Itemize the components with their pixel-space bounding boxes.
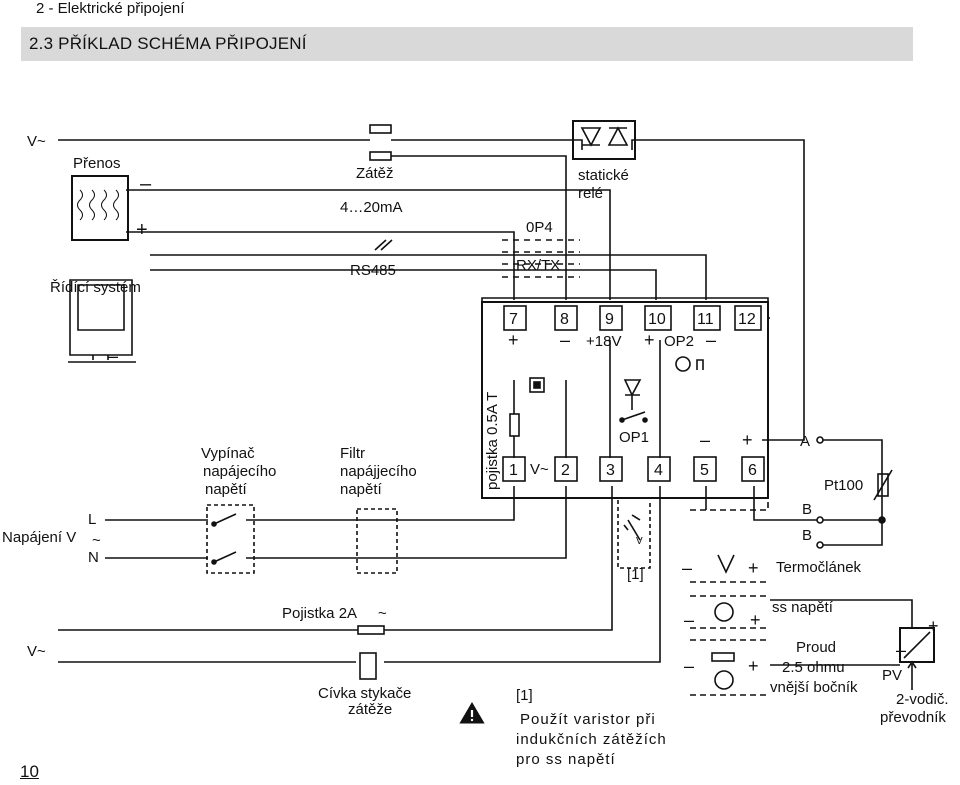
section-header-bar: 2.3 PŘÍKLAD SCHÉMA PŘIPOJENÍ bbox=[21, 27, 913, 61]
minus-sign: – bbox=[140, 173, 152, 195]
bocnik-label-2: vnější bočník bbox=[770, 679, 858, 696]
minus-sign: – bbox=[682, 558, 692, 578]
prevodnik-label-1: 2-vodič. bbox=[896, 691, 949, 708]
v-top-label: V~ bbox=[27, 133, 46, 150]
footnote-ref-label: [1] bbox=[627, 566, 644, 583]
pojistka-internal-label: pojistka 0.5A T bbox=[484, 392, 501, 490]
terminal-row-top bbox=[503, 305, 762, 331]
zatez-label: Zátěž bbox=[356, 165, 394, 182]
minus-sign: – bbox=[706, 330, 716, 350]
ss-napeti-label: ss napětí bbox=[772, 599, 834, 616]
filtr-label-2: napájjecího bbox=[340, 463, 417, 480]
terminal-6: 6 bbox=[748, 462, 757, 479]
page-number: 10 bbox=[20, 762, 39, 781]
terminal-row-bottom bbox=[502, 456, 765, 482]
minus-sign: – bbox=[108, 346, 118, 366]
note-ref-label: [1] bbox=[516, 687, 533, 704]
staticke-label: statické bbox=[578, 167, 629, 184]
civka-label-1: Cívka stykače bbox=[318, 685, 411, 702]
ridici-system-label: Řídící systém bbox=[50, 279, 141, 296]
vypinac-label-2: napájecího bbox=[203, 463, 276, 480]
pt100-label: Pt100 bbox=[824, 477, 863, 494]
note-line-3: pro ss napětí bbox=[516, 751, 616, 768]
terminal-3: 3 bbox=[606, 462, 615, 479]
prenos-label: Přenos bbox=[73, 155, 121, 172]
pojistka-2a-tilde-label: ~ bbox=[378, 605, 387, 622]
civka-label-2: zátěže bbox=[348, 701, 392, 718]
current-loop-label: 4…20mA bbox=[340, 199, 403, 216]
terminal-8: 8 bbox=[560, 311, 569, 328]
terminal-2: 2 bbox=[561, 462, 570, 479]
plus-sign: + bbox=[748, 656, 759, 676]
op1-label: OP1 bbox=[619, 429, 649, 446]
section-title: 2.3 PŘÍKLAD SCHÉMA PŘIPOJENÍ bbox=[29, 34, 307, 53]
note-line-2: indukčních zátěžích bbox=[516, 731, 667, 748]
pojistka-2a-label: Pojistka 2A bbox=[282, 605, 357, 622]
plus-18v-label: +18V bbox=[586, 333, 621, 350]
bocnik-label-1: 2.5 ohmu bbox=[782, 659, 845, 676]
terminal-5: 5 bbox=[700, 462, 709, 479]
vypinac-label-3: napětí bbox=[205, 481, 248, 498]
napajeni-tilde-label: ~ bbox=[92, 532, 101, 549]
components bbox=[71, 120, 935, 724]
filtr-label-3: napětí bbox=[340, 481, 383, 498]
plus-sign: + bbox=[748, 558, 759, 578]
proud-label: Proud bbox=[796, 639, 836, 656]
rxtx-label: RX/TX bbox=[516, 257, 560, 274]
plus-sign: + bbox=[750, 610, 761, 630]
v-bottom-label: V~ bbox=[27, 643, 46, 660]
breadcrumb: 2 - Elektrické připojení bbox=[36, 0, 185, 17]
minus-sign: – bbox=[684, 610, 694, 630]
terminal-11: 11 bbox=[697, 311, 714, 328]
plus-sign: + bbox=[136, 219, 148, 241]
terminal-10: 10 bbox=[648, 311, 666, 328]
rele-label: relé bbox=[578, 185, 603, 202]
terminal-numbers: 7 8 9 10 11 12 1 2 3 4 5 6 bbox=[509, 311, 757, 479]
termoclanek-label: Termočlánek bbox=[776, 559, 862, 576]
terminal-1: 1 bbox=[509, 462, 518, 479]
term-b1-label: B bbox=[802, 501, 812, 518]
plus-sign: + bbox=[928, 616, 939, 636]
diagram-labels: V~ V~ Přenos Řídící systém Zátěž 4…20mA … bbox=[2, 133, 949, 768]
phase-l-label: L bbox=[88, 511, 96, 528]
plus-sign: + bbox=[508, 330, 519, 350]
filtr-label-1: Filtr bbox=[340, 445, 365, 462]
napajeni-label: Napájení V bbox=[2, 529, 76, 546]
terminal-4: 4 bbox=[654, 462, 663, 479]
minus-sign: – bbox=[560, 330, 570, 350]
v-tilde-terminal-label: V~ bbox=[530, 461, 549, 478]
op2-label: OP2 bbox=[664, 333, 694, 350]
prevodnik-label-2: převodník bbox=[880, 709, 946, 726]
varistor-v-label: V bbox=[636, 536, 643, 547]
minus-sign: – bbox=[896, 640, 906, 660]
op4-label: 0P4 bbox=[526, 219, 553, 236]
term-a-label: A bbox=[800, 433, 810, 450]
minus-sign: – bbox=[684, 656, 694, 676]
terminal-7: 7 bbox=[509, 311, 518, 328]
phase-n-label: N bbox=[88, 549, 99, 566]
pv-label: PV bbox=[882, 667, 902, 684]
vypinac-label-1: Vypínač bbox=[201, 445, 255, 462]
terminal-9: 9 bbox=[605, 311, 614, 328]
note-line-1: Použít varistor při bbox=[520, 711, 656, 728]
term-b2-label: B bbox=[802, 527, 812, 544]
plus-sign: + bbox=[644, 330, 655, 350]
minus-sign: – bbox=[700, 430, 710, 450]
plus-sign: + bbox=[742, 430, 753, 450]
terminal-12: 12 bbox=[738, 311, 756, 328]
rs485-label: RS485 bbox=[350, 262, 396, 279]
wires bbox=[58, 139, 913, 696]
